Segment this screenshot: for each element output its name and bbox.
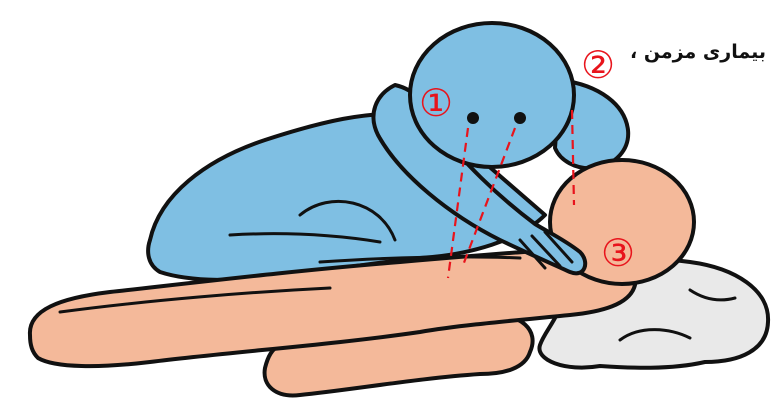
marker-3: ③ [601, 231, 635, 275]
marker-2: ② [581, 43, 615, 87]
rescuer-eye-left [467, 112, 479, 124]
rescuer-eye-right [514, 112, 526, 124]
caption-text: بیماری مزمن ، [630, 41, 766, 63]
marker-1: ① [419, 81, 453, 125]
